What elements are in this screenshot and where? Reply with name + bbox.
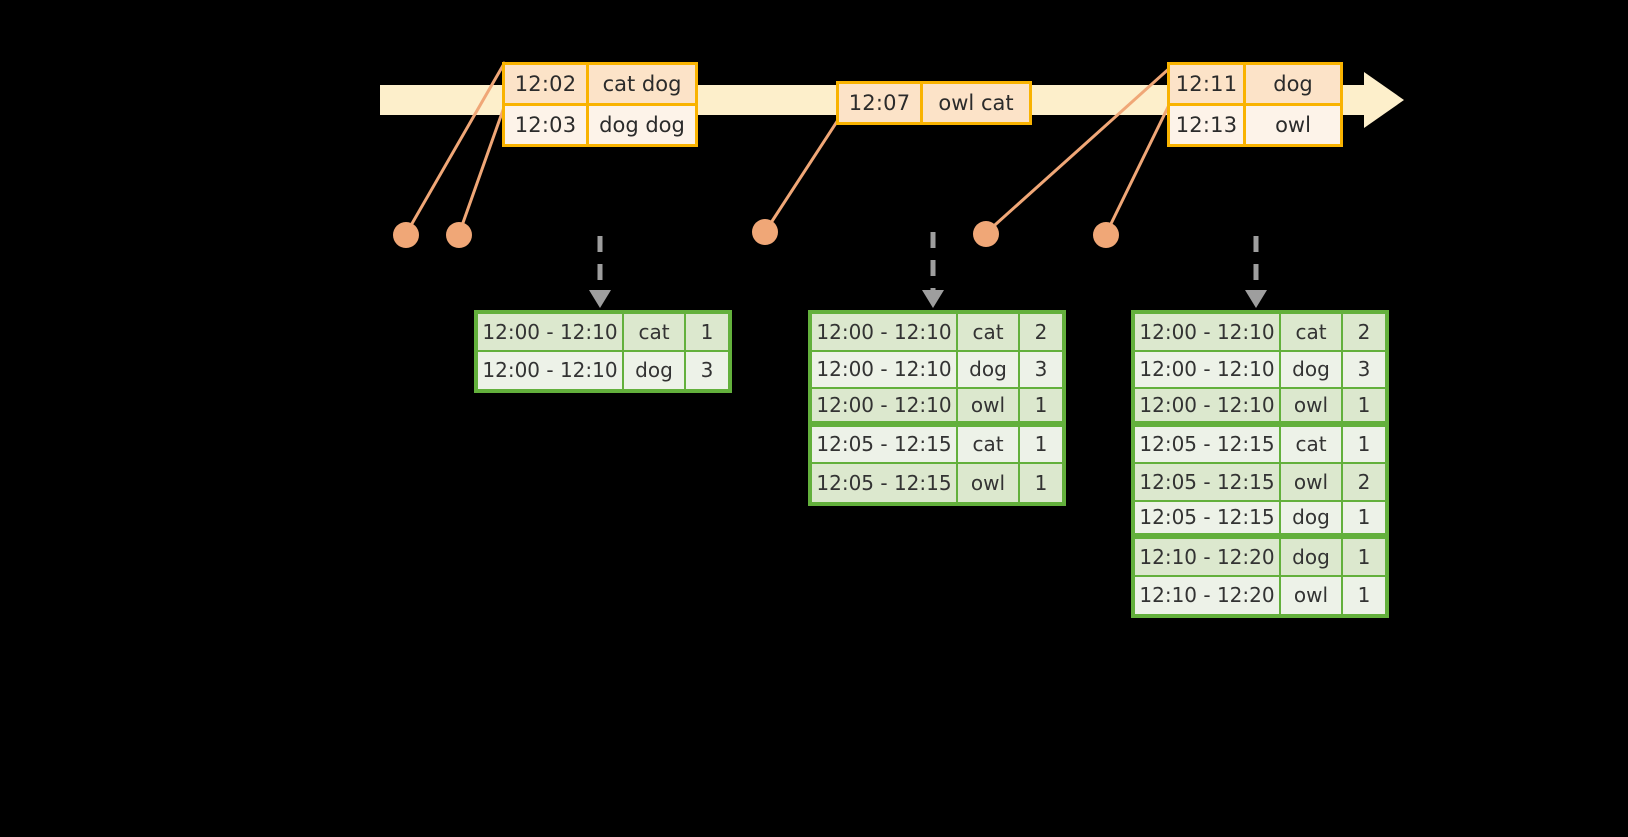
cell-window: 12:05 - 12:15: [1135, 501, 1281, 535]
cell-word: dog: [958, 351, 1020, 389]
cell-window: 12:00 - 12:10: [1135, 389, 1281, 423]
event-time: 12:07: [839, 84, 923, 122]
cell-window: 12:05 - 12:15: [812, 426, 958, 464]
event-dot: [973, 221, 999, 247]
event-box-0[interactable]: 12:02 cat dog 12:03 dog dog: [502, 62, 698, 147]
cell-count: 1: [1343, 427, 1385, 464]
cell-word: owl: [958, 389, 1020, 423]
cell-word: cat: [958, 426, 1020, 464]
cell-word: owl: [1281, 464, 1343, 502]
event-time: 12:03: [505, 106, 589, 144]
cell-window: 12:00 - 12:10: [1135, 314, 1281, 352]
down-arrow-icon: [1245, 290, 1267, 308]
event-row: 12:13 owl: [1170, 103, 1340, 144]
event-words: cat dog: [602, 72, 682, 96]
cell-word: cat: [624, 314, 686, 352]
event-time: 12:11: [1170, 65, 1246, 103]
cell-window: 12:00 - 12:10: [812, 351, 958, 389]
cell-window: 12:05 - 12:15: [1135, 426, 1281, 464]
cell-window: 12:10 - 12:20: [1135, 576, 1281, 614]
event-words: dog dog: [599, 113, 685, 137]
cell-window: 12:10 - 12:20: [1135, 539, 1281, 577]
cell-count: 1: [1343, 389, 1385, 423]
cell-window: 12:05 - 12:15: [1135, 464, 1281, 502]
cell-count: 3: [700, 358, 714, 383]
cell-window: 12:00 - 12:10: [812, 389, 958, 423]
cell-word: owl: [958, 464, 1020, 502]
cell-word: cat: [958, 314, 1020, 352]
event-row: 12:03 dog dog: [505, 103, 695, 144]
down-arrow-icon: [922, 290, 944, 308]
cell-count: 1: [1034, 470, 1048, 495]
cell-count: 1: [1357, 583, 1371, 608]
cell-word: dog: [1281, 501, 1343, 535]
event-words: dog: [1273, 72, 1313, 96]
event-box-1[interactable]: 12:07 owl cat: [836, 81, 1032, 125]
cell-word: dog: [1281, 351, 1343, 389]
event-words: owl: [1275, 113, 1311, 137]
cell-word: owl: [1281, 389, 1343, 423]
cell-window: 12:00 - 12:10: [812, 314, 958, 352]
event-time: 12:13: [1170, 106, 1246, 144]
cell-window: 12:00 - 12:10: [478, 351, 624, 389]
cell-window: 12:00 - 12:10: [1135, 351, 1281, 389]
cell-word: cat: [1281, 314, 1343, 352]
event-row: 12:02 cat dog: [505, 65, 695, 103]
cell-word: cat: [1281, 426, 1343, 464]
cell-count: 1: [1343, 502, 1385, 535]
cell-count: 1: [1343, 539, 1385, 577]
cell-count: 2: [1343, 314, 1385, 352]
event-row: 12:07 owl cat: [839, 84, 1029, 122]
event-row: 12:11 dog: [1170, 65, 1340, 103]
event-words: owl cat: [938, 91, 1014, 115]
cell-count: 1: [1020, 427, 1062, 464]
event-dot: [446, 222, 472, 248]
event-dot: [1093, 222, 1119, 248]
cell-word: dog: [1281, 539, 1343, 577]
cell-window: 12:00 - 12:10: [478, 314, 624, 352]
cell-word: owl: [1281, 576, 1343, 614]
cell-count: 2: [1020, 314, 1062, 352]
event-time: 12:02: [505, 65, 589, 103]
cell-count: 1: [1020, 389, 1062, 423]
cell-count: 3: [1343, 352, 1385, 389]
cell-count: 2: [1343, 464, 1385, 502]
cell-window: 12:05 - 12:15: [812, 464, 958, 502]
cell-count: 1: [686, 314, 728, 352]
timeline-arrowhead-icon: [1364, 72, 1404, 128]
event-dot: [752, 219, 778, 245]
event-dot: [393, 222, 419, 248]
cell-count: 3: [1020, 352, 1062, 389]
cell-word: dog: [624, 351, 686, 389]
down-arrow-icon: [589, 290, 611, 308]
event-box-2[interactable]: 12:11 dog 12:13 owl: [1167, 62, 1343, 147]
